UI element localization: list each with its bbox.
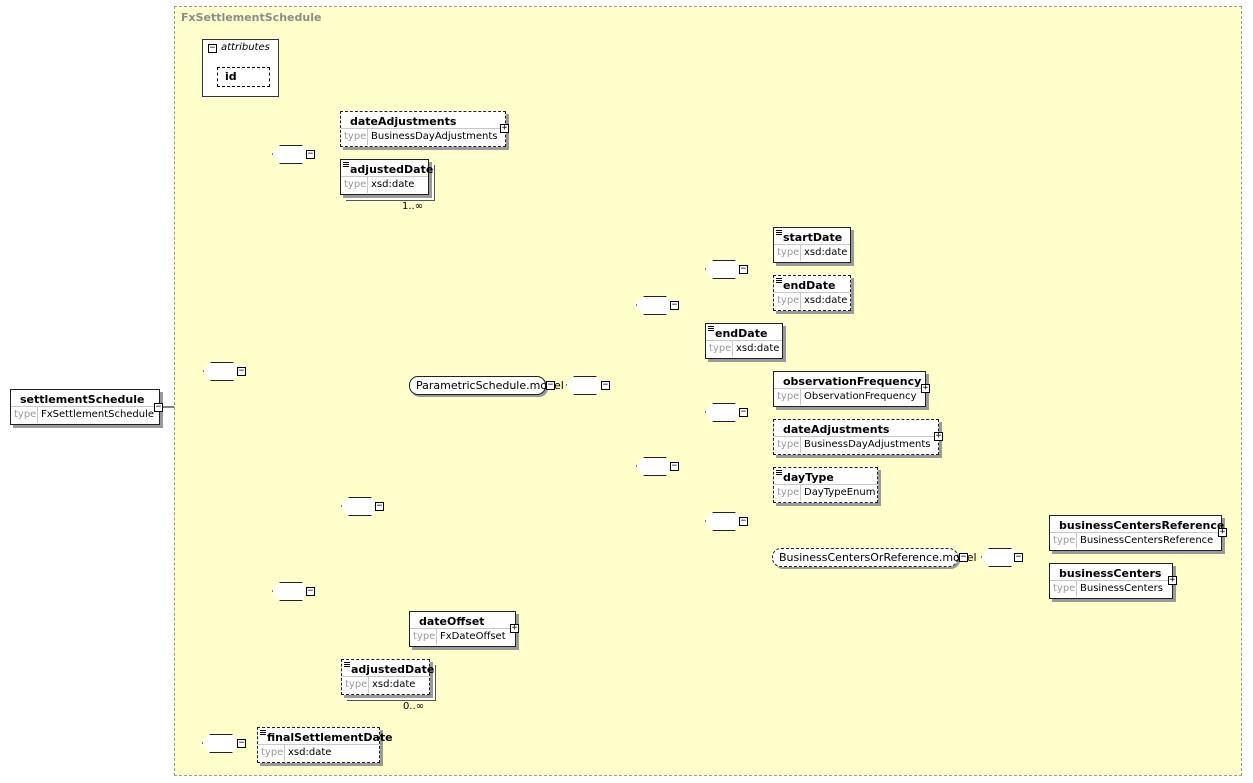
collapse-icon[interactable]: −: [154, 402, 163, 412]
collapse-icon[interactable]: −: [670, 461, 679, 471]
collapse-icon[interactable]: −: [375, 501, 384, 511]
cardinality-label: 1..∞: [402, 201, 424, 212]
collapse-icon[interactable]: −: [739, 516, 748, 526]
documentation-icon: [344, 662, 350, 667]
documentation-icon: [776, 230, 782, 235]
element-name: settlementSchedule: [20, 393, 145, 406]
expand-icon[interactable]: +: [934, 431, 943, 441]
collapse-icon[interactable]: −: [739, 407, 748, 417]
expand-icon[interactable]: +: [1168, 575, 1177, 585]
cardinality-label: 0..∞: [403, 701, 425, 712]
collapse-icon[interactable]: −: [306, 586, 315, 596]
attributes-box: − attributes id: [202, 39, 279, 97]
expand-icon[interactable]: +: [500, 123, 509, 133]
collapse-icon[interactable]: −: [670, 300, 679, 310]
complex-type-title: FxSettlementSchedule: [181, 11, 322, 24]
collapse-icon[interactable]: −: [237, 366, 246, 376]
documentation-icon: [260, 730, 266, 735]
element-type: FxSettlementSchedule: [41, 409, 155, 420]
collapse-icon[interactable]: −: [546, 380, 555, 390]
expand-icon[interactable]: +: [1218, 527, 1227, 537]
complex-type-frame: [174, 6, 1242, 776]
collapse-icon[interactable]: −: [306, 149, 315, 159]
expand-icon[interactable]: +: [510, 623, 519, 633]
documentation-icon: [343, 162, 349, 167]
collapse-icon[interactable]: −: [1014, 552, 1023, 562]
collapse-icon[interactable]: −: [208, 43, 217, 53]
documentation-icon: [708, 326, 714, 331]
group-business-centers-or-reference-model[interactable]: BusinessCentersOrReference.model: [772, 548, 977, 567]
documentation-icon: [776, 470, 782, 475]
expand-icon[interactable]: +: [921, 383, 930, 393]
attribute-id[interactable]: id: [217, 67, 270, 87]
collapse-icon[interactable]: −: [237, 738, 246, 748]
collapse-icon[interactable]: −: [739, 264, 748, 274]
documentation-icon: [776, 278, 782, 283]
group-parametric-schedule-model[interactable]: ParametricSchedule.model: [409, 376, 564, 395]
attributes-label: attributes: [221, 42, 270, 53]
collapse-icon[interactable]: −: [601, 380, 610, 390]
collapse-icon[interactable]: −: [959, 552, 968, 562]
